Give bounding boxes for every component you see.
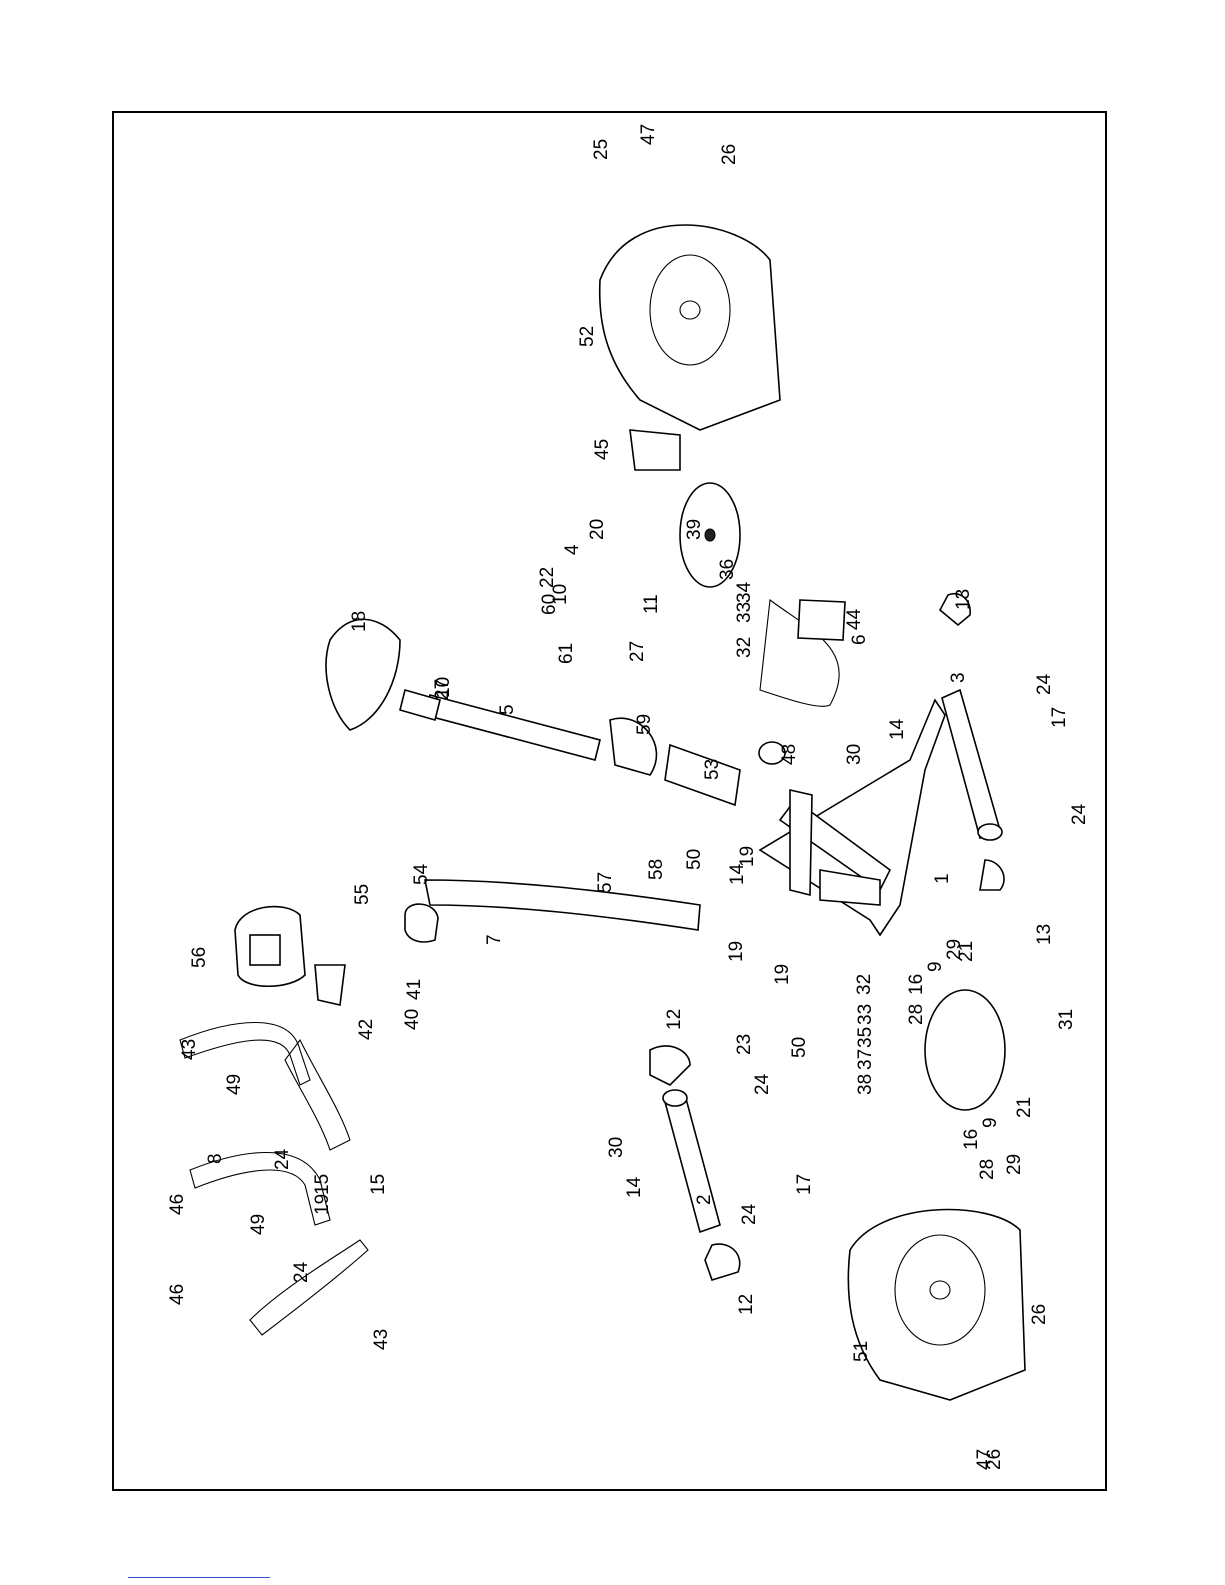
callout-19b: 19 [726,941,747,962]
callout-47b: 47 [974,1449,995,1470]
callout-49b: 49 [248,1214,269,1235]
callout-47a: 47 [638,124,659,145]
callout-17a: 17 [1049,707,1070,728]
callout-30b: 30 [606,1137,627,1158]
callout-50a: 50 [684,849,705,870]
callout-28b: 28 [977,1159,998,1180]
callout-55: 55 [352,884,373,905]
callout-53: 53 [702,759,723,780]
callout-45: 45 [592,439,613,460]
seat-assembly [326,619,600,760]
callout-1: 1 [932,873,953,884]
callout-9a: 9 [925,961,946,972]
callout-17b: 17 [794,1174,815,1195]
callout-7: 7 [484,934,505,945]
callout-4: 4 [562,544,583,555]
callout-38: 38 [855,1074,876,1095]
callout-24d: 24 [739,1203,760,1225]
callout-58: 58 [646,859,667,880]
callout-28a: 28 [906,1004,927,1025]
callout-46a: 46 [167,1194,188,1215]
callout-56: 56 [189,947,210,968]
callout-25: 25 [591,139,612,160]
callout-2: 2 [694,1194,715,1205]
callout-12a: 12 [664,1009,685,1030]
callout-20: 20 [587,519,608,540]
callout-24a: 24 [1034,673,1055,695]
callout-14a: 14 [887,718,908,740]
callout-33b: 33 [855,1004,876,1025]
footer-link-underline [128,1577,270,1578]
handlebars [180,1023,368,1336]
callout-16b: 16 [961,1129,982,1150]
callout-44: 44 [844,608,865,630]
callout-39: 39 [684,519,705,540]
callout-43a: 43 [179,1039,200,1060]
callout-33a: 33 [734,602,755,623]
callout-19d: 19 [312,1194,333,1215]
callout-15a: 15 [312,1174,333,1195]
callout-41: 41 [404,979,425,1000]
callout-32b: 32 [854,974,875,995]
callout-48: 48 [779,744,800,765]
callout-49a: 49 [224,1074,245,1095]
callout-11: 11 [641,594,662,614]
callout-22: 22 [537,567,558,588]
callout-6: 6 [849,634,870,645]
callout-13a: 13 [953,589,974,610]
flywheel [925,990,1005,1110]
callout-8: 8 [205,1153,226,1164]
callout-24c: 24 [752,1073,773,1095]
callout-30a: 30 [844,744,865,765]
callout-35: 35 [855,1027,876,1048]
callout-57: 57 [595,872,616,893]
callout-36: 36 [717,559,738,580]
front-stabilizer [650,1046,740,1280]
callout-60: 60 [539,594,560,615]
rear-stabilizer [940,594,1004,890]
callout-54: 54 [411,863,432,885]
callout-14c: 14 [624,1176,645,1198]
callout-32a: 32 [734,637,755,658]
callout-37: 37 [855,1049,876,1070]
chain-cover-left [848,1210,1025,1400]
callout-27a: 27 [432,679,453,700]
callout-31: 31 [1056,1009,1077,1030]
callout-43b: 43 [371,1329,392,1350]
callout-23: 23 [734,1034,755,1055]
callout-59: 59 [634,714,655,735]
callout-19a: 19 [737,846,758,867]
callout-27b: 27 [627,641,648,662]
callout-29b: 29 [1004,1154,1025,1175]
callout-29a: 29 [944,939,965,960]
callout-5: 5 [497,704,518,715]
callout-26a: 26 [719,144,740,165]
handlebar-post [425,880,700,930]
chain-cover-right [600,225,780,430]
callout-21b: 21 [1014,1097,1035,1118]
callout-61: 61 [556,643,577,664]
callout-46b: 46 [167,1284,188,1305]
callout-50b: 50 [789,1037,810,1058]
callout-15b: 15 [368,1174,389,1195]
callout-24f: 24 [291,1261,312,1283]
callout-16a: 16 [906,974,927,995]
callout-13b: 13 [1034,924,1055,945]
callout-24e: 24 [272,1148,293,1170]
callout-9b: 9 [980,1117,1001,1128]
callout-51: 51 [851,1341,872,1362]
callout-3: 3 [948,672,969,683]
callout-19c: 19 [772,964,793,985]
callout-24b: 24 [1069,803,1090,825]
callout-42: 42 [356,1019,377,1040]
callout-40: 40 [402,1009,423,1030]
callout-52: 52 [577,326,598,347]
callout-18: 18 [349,611,370,632]
callout-34: 34 [734,581,755,603]
main-frame [760,700,945,935]
callout-26b: 26 [1029,1304,1050,1325]
callout-12b: 12 [736,1294,757,1315]
